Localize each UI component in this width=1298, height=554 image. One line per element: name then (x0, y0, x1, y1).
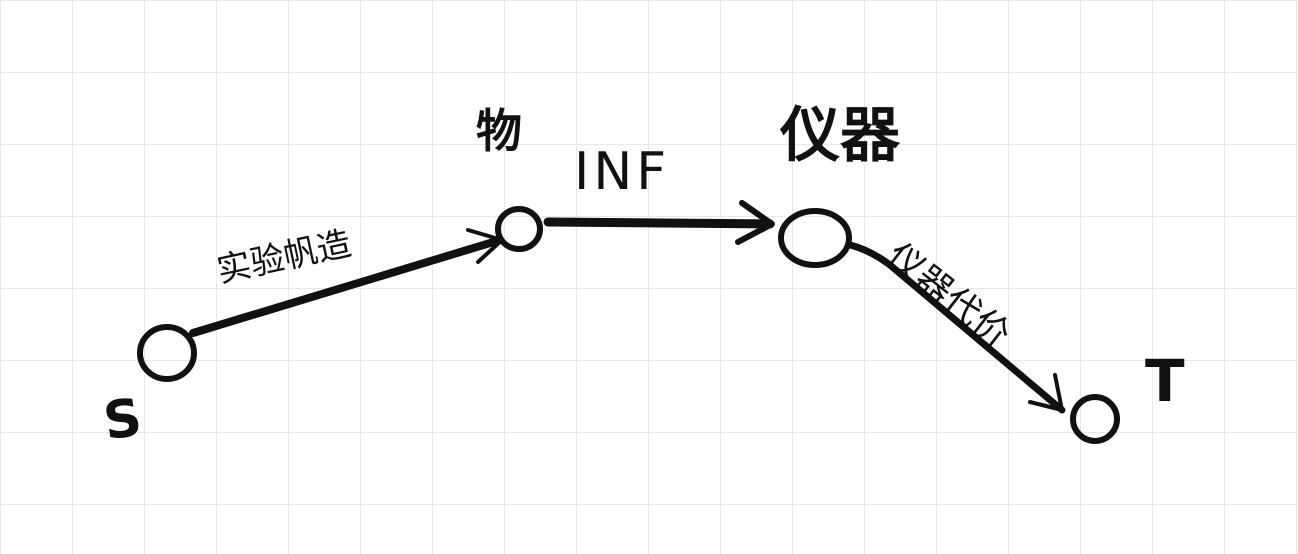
node-wu-label: 物 (476, 104, 522, 158)
edge-wu-to-yiqi-arrowhead (735, 200, 775, 245)
edge-yiqi-to-t-line (846, 241, 1066, 414)
edge-wu-to-yiqi-label: INF (574, 142, 671, 202)
edge-yiqi-to-t (846, 241, 1066, 414)
edge-wu-to-yiqi-line (543, 217, 775, 229)
node-yiqi-circle (778, 208, 852, 268)
edge-yiqi-to-t-arrowhead (1028, 373, 1064, 412)
node-t-label: T (1145, 347, 1185, 415)
node-t-circle (1070, 394, 1120, 444)
edge-wu-to-yiqi (543, 200, 775, 245)
node-yiqi-label: 仪器 (780, 101, 900, 171)
node-s-circle (137, 324, 197, 382)
node-s-label: S (100, 387, 146, 453)
edge-s-to-wu-line (189, 236, 504, 337)
node-wu-circle (495, 206, 543, 252)
